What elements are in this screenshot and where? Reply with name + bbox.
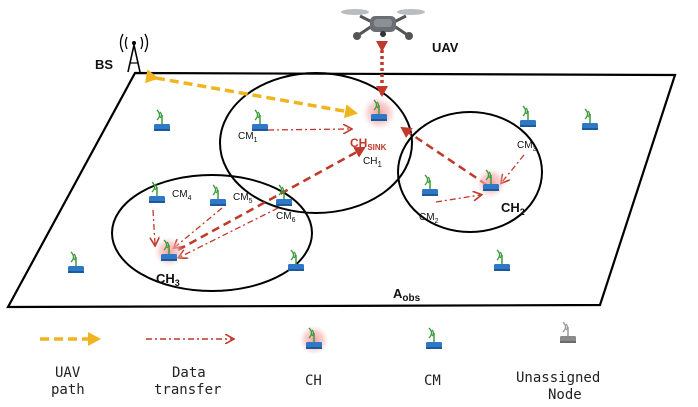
uav-drone-icon <box>341 9 425 40</box>
cm6-to-ch3 <box>180 207 279 257</box>
cm3-label: CM3 <box>517 140 537 153</box>
cm5-to-ch3 <box>175 207 223 247</box>
area-label: Aobs <box>393 286 421 304</box>
legend-unassigned-line1: Unassigned <box>516 370 600 386</box>
cluster-3-boundary <box>111 174 313 292</box>
cm4-to-ch3 <box>153 209 155 244</box>
ch2-to-sink <box>400 126 488 187</box>
cm1-label: CM1 <box>238 131 258 144</box>
cm4-label: CM4 <box>172 189 192 202</box>
base-station-icon <box>119 33 149 73</box>
cluster-2-boundary <box>397 111 543 233</box>
cm6-label: CM6 <box>276 211 296 224</box>
ch2-label: CH2 <box>501 200 525 217</box>
legend-uav-path-line1: UAV <box>55 365 81 381</box>
legend-unassigned-line2: Node <box>548 387 582 403</box>
legend-ch-label: CH <box>305 373 322 389</box>
observation-area <box>6 71 677 309</box>
ch3-to-sink <box>177 146 366 252</box>
bs-label: BS <box>95 57 113 72</box>
cm2-to-ch2 <box>435 195 480 203</box>
legend-uav-path-line2: path <box>51 382 85 398</box>
ch1-label: CH1 <box>363 156 382 169</box>
cm2-label: CM2 <box>419 212 439 225</box>
cm5-label: CM5 <box>233 192 253 205</box>
legend-unassigned-icon <box>559 321 577 344</box>
ch-sink-label: CHSINK <box>350 136 387 152</box>
legend-cm-label: CM <box>424 373 441 389</box>
legend-data-transfer-line1: Data <box>172 365 206 381</box>
cm3-to-ch2 <box>502 154 525 182</box>
uav-path-arrow <box>144 69 358 119</box>
legend-cm-icon <box>425 327 443 350</box>
ch3-label: CH3 <box>156 271 180 288</box>
uav-label: UAV <box>432 40 459 55</box>
legend-data-transfer-line2: transfer <box>154 382 221 398</box>
legend: UAV path Data transfer CH CM Unassigned … <box>40 321 600 403</box>
